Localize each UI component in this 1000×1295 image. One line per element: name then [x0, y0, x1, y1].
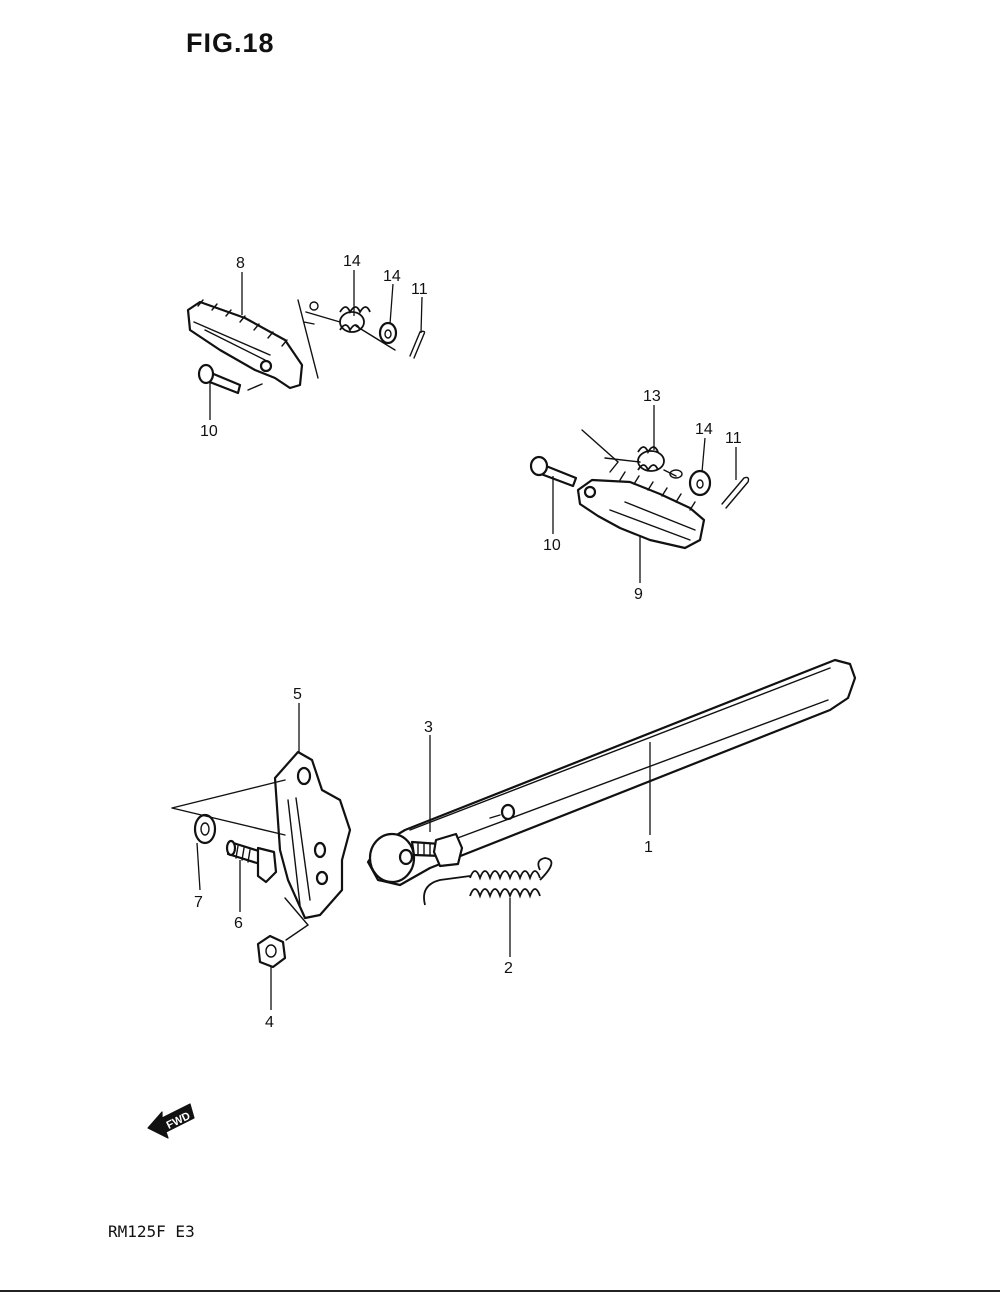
callout-9: 9 — [634, 586, 643, 603]
pin-right — [529, 455, 578, 488]
spring-right — [604, 446, 683, 479]
callout-4: 4 — [265, 1014, 274, 1031]
washer-left — [378, 321, 398, 345]
callout-10-left: 10 — [200, 423, 218, 440]
nut-4 — [256, 934, 287, 969]
stand-spring — [423, 857, 553, 906]
callout-13: 13 — [643, 388, 661, 405]
callout-14-right: 14 — [695, 421, 713, 438]
bottom-border — [0, 1290, 1000, 1292]
pin-left — [197, 363, 263, 395]
bolt-6 — [225, 839, 278, 884]
leader-lines — [196, 270, 737, 1010]
fwd-arrow-icon: FWD — [147, 1103, 195, 1139]
spring-left — [305, 301, 396, 351]
callout-5: 5 — [293, 686, 302, 703]
callout-3: 3 — [424, 719, 433, 736]
footpeg-left — [186, 299, 319, 390]
callout-2: 2 — [504, 960, 513, 977]
figure-title: FIG.18 — [186, 28, 275, 58]
callout-11-left: 11 — [411, 281, 428, 298]
callout-8: 8 — [236, 255, 245, 272]
cotter-pin-left — [409, 330, 426, 359]
washer-7 — [193, 813, 217, 845]
fwd-label: FWD — [165, 1110, 193, 1132]
footpeg-right — [576, 429, 706, 550]
callout-10-right: 10 — [543, 537, 561, 554]
callout-12: 14 — [343, 253, 361, 270]
callout-14-left: 14 — [383, 268, 401, 285]
cotter-pin-right — [721, 476, 750, 509]
model-code: RM125F E3 — [108, 1222, 195, 1241]
side-stand — [366, 658, 857, 887]
assembly-lines — [171, 779, 310, 941]
washer-right — [688, 469, 712, 497]
callout-11-right: 11 — [725, 430, 742, 447]
callout-1: 1 — [644, 839, 653, 856]
stand-bracket — [273, 750, 352, 920]
callout-6: 6 — [234, 915, 243, 932]
callout-7: 7 — [194, 894, 203, 911]
bolt-3 — [410, 832, 464, 868]
